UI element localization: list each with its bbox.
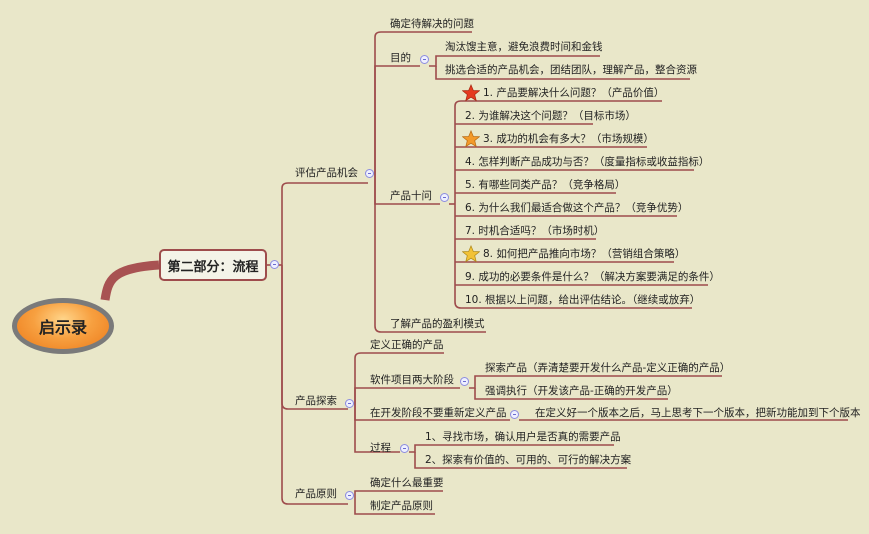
node-evaluate[interactable]: 评估产品机会 (295, 167, 358, 179)
collapse-toggle-icon[interactable] (270, 260, 279, 269)
node-process-1[interactable]: 1、寻找市场，确认用户是否真的需要产品 (425, 431, 621, 443)
node-principle-1[interactable]: 确定什么最重要 (370, 477, 444, 489)
star-gold-icon (462, 245, 480, 263)
collapse-toggle-icon[interactable] (400, 444, 409, 453)
star-red-icon (462, 84, 480, 102)
node-phase-1[interactable]: 探索产品（弄清楚要开发什么产品-定义正确的产品） (485, 362, 731, 374)
collapse-toggle-icon[interactable] (345, 491, 354, 500)
node-purpose-2[interactable]: 挑选合适的产品机会，团结团队，理解产品，整合资源 (445, 64, 697, 76)
node-define-problem[interactable]: 确定待解决的问题 (390, 18, 474, 30)
collapse-toggle-icon[interactable] (440, 193, 449, 202)
node-purpose-1[interactable]: 淘汰馊主意，避免浪费时间和金钱 (445, 41, 603, 53)
root-label: 启示录 (38, 318, 87, 337)
question-4[interactable]: 4. 怎样判断产品成功与否？（度量指标或收益指标） (465, 156, 710, 168)
question-1[interactable]: 1. 产品要解决什么问题？（产品价值） (483, 87, 665, 99)
node-no-redefine[interactable]: 在开发阶段不要重新定义产品 (370, 407, 507, 419)
node-process[interactable]: 过程 (370, 442, 391, 454)
node-process-2[interactable]: 2、探索有价值的、可用的、可行的解决方案 (425, 454, 632, 466)
question-3[interactable]: 3. 成功的机会有多大？（市场规模） (483, 133, 654, 145)
node-principles[interactable]: 产品原则 (295, 488, 337, 500)
question-10[interactable]: 10. 根据以上问题，给出评估结论。（继续或放弃） (465, 294, 701, 306)
node-two-phases[interactable]: 软件项目两大阶段 (370, 374, 454, 386)
main-topic-label: 第二部分：流程 (167, 259, 259, 275)
question-7[interactable]: 7. 时机合适吗？（市场时机） (465, 225, 605, 237)
collapse-toggle-icon[interactable] (510, 410, 519, 419)
node-purpose[interactable]: 目的 (390, 52, 411, 64)
node-define-right[interactable]: 定义正确的产品 (370, 339, 444, 351)
node-profit-model[interactable]: 了解产品的盈利模式 (390, 318, 485, 330)
collapse-toggle-icon[interactable] (345, 399, 354, 408)
collapse-toggle-icon[interactable] (365, 169, 374, 178)
question-9[interactable]: 9. 成功的必要条件是什么？（解决方案要满足的条件） (465, 271, 720, 283)
node-no-redefine-note[interactable]: 在定义好一个版本之后，马上思考下一个版本，把新功能加到下个版本 (535, 407, 861, 419)
node-phase-2[interactable]: 强调执行（开发该产品-正确的开发产品） (485, 385, 678, 397)
question-6[interactable]: 6. 为什么我们最适合做这个产品？（竞争优势） (465, 202, 689, 214)
question-2[interactable]: 2. 为谁解决这个问题？（目标市场） (465, 110, 636, 122)
main-topic-node[interactable]: 第二部分：流程 (159, 249, 267, 281)
collapse-toggle-icon[interactable] (460, 377, 469, 386)
node-ten-questions[interactable]: 产品十问 (390, 190, 432, 202)
node-principle-2[interactable]: 制定产品原则 (370, 500, 433, 512)
star-orange-icon (462, 130, 480, 148)
root-node[interactable]: 启示录 (12, 298, 114, 354)
question-5[interactable]: 5. 有哪些同类产品？（竞争格局） (465, 179, 626, 191)
node-explore[interactable]: 产品探索 (295, 395, 337, 407)
question-8[interactable]: 8. 如何把产品推向市场？（营销组合策略） (483, 248, 686, 260)
collapse-toggle-icon[interactable] (420, 55, 429, 64)
